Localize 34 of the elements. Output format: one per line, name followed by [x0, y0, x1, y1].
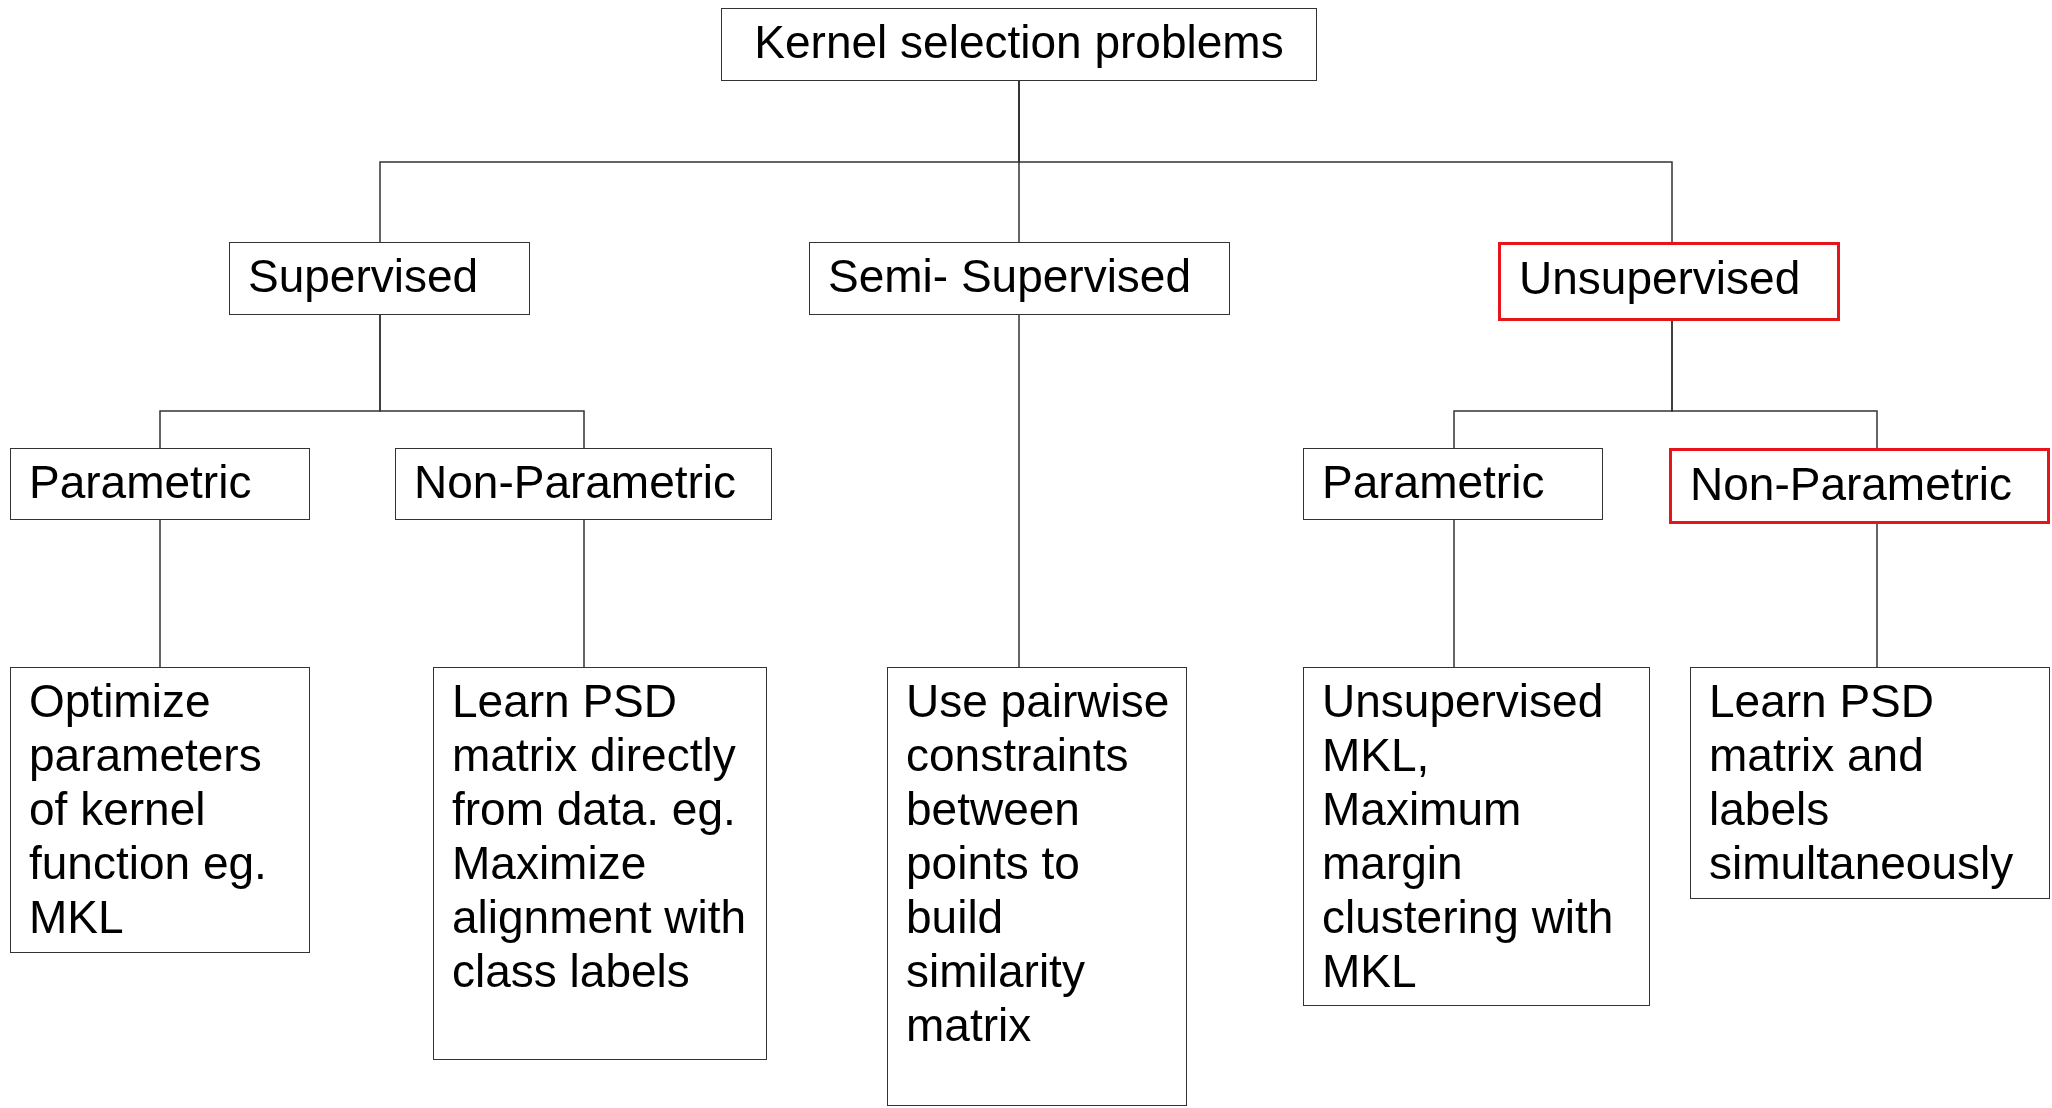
description-box — [1690, 667, 2050, 899]
description-box — [887, 667, 1187, 1106]
description-text: Learn PSD matrix directly from data. eg. Maximize alignment with class labels — [452, 674, 748, 998]
category-label: Semi- Supervised — [828, 249, 1192, 303]
description-text: Use pairwise constraints between points to build similarity matrix — [906, 674, 1171, 1052]
tree-connector — [1453, 519, 1455, 668]
category-box — [809, 242, 1230, 315]
tree-connector — [1876, 523, 1878, 668]
category-box — [1669, 448, 2050, 524]
tree-connector — [1018, 314, 1020, 668]
category-box — [229, 242, 530, 315]
category-label: Kernel selection problems — [754, 15, 1284, 69]
category-label: Parametric — [29, 455, 252, 509]
category-label: Parametric — [1322, 455, 1545, 509]
tree-connector — [1018, 80, 1673, 243]
description-text: Optimize parameters of kernel function eg. MKL — [29, 674, 268, 944]
tree-connector — [1671, 320, 1878, 449]
category-box — [395, 448, 772, 520]
category-box — [1303, 448, 1603, 520]
description-text: Learn PSD matrix and labels simultaneously — [1709, 674, 2015, 890]
category-label: Supervised — [248, 249, 479, 303]
category-label: Non-Parametric — [1690, 457, 2013, 511]
description-box — [10, 667, 310, 953]
category-box — [721, 8, 1317, 81]
tree-connector — [583, 519, 585, 668]
category-label: Non-Parametric — [414, 455, 737, 509]
category-box — [10, 448, 310, 520]
category-box — [1498, 242, 1840, 321]
category-label: Unsupervised — [1519, 251, 1801, 305]
tree-connector — [159, 519, 161, 668]
tree-connector — [379, 314, 585, 449]
description-text: Unsupervised MKL, Maximum margin clustering with MKL — [1322, 674, 1615, 998]
description-box — [433, 667, 767, 1060]
description-box — [1303, 667, 1650, 1006]
